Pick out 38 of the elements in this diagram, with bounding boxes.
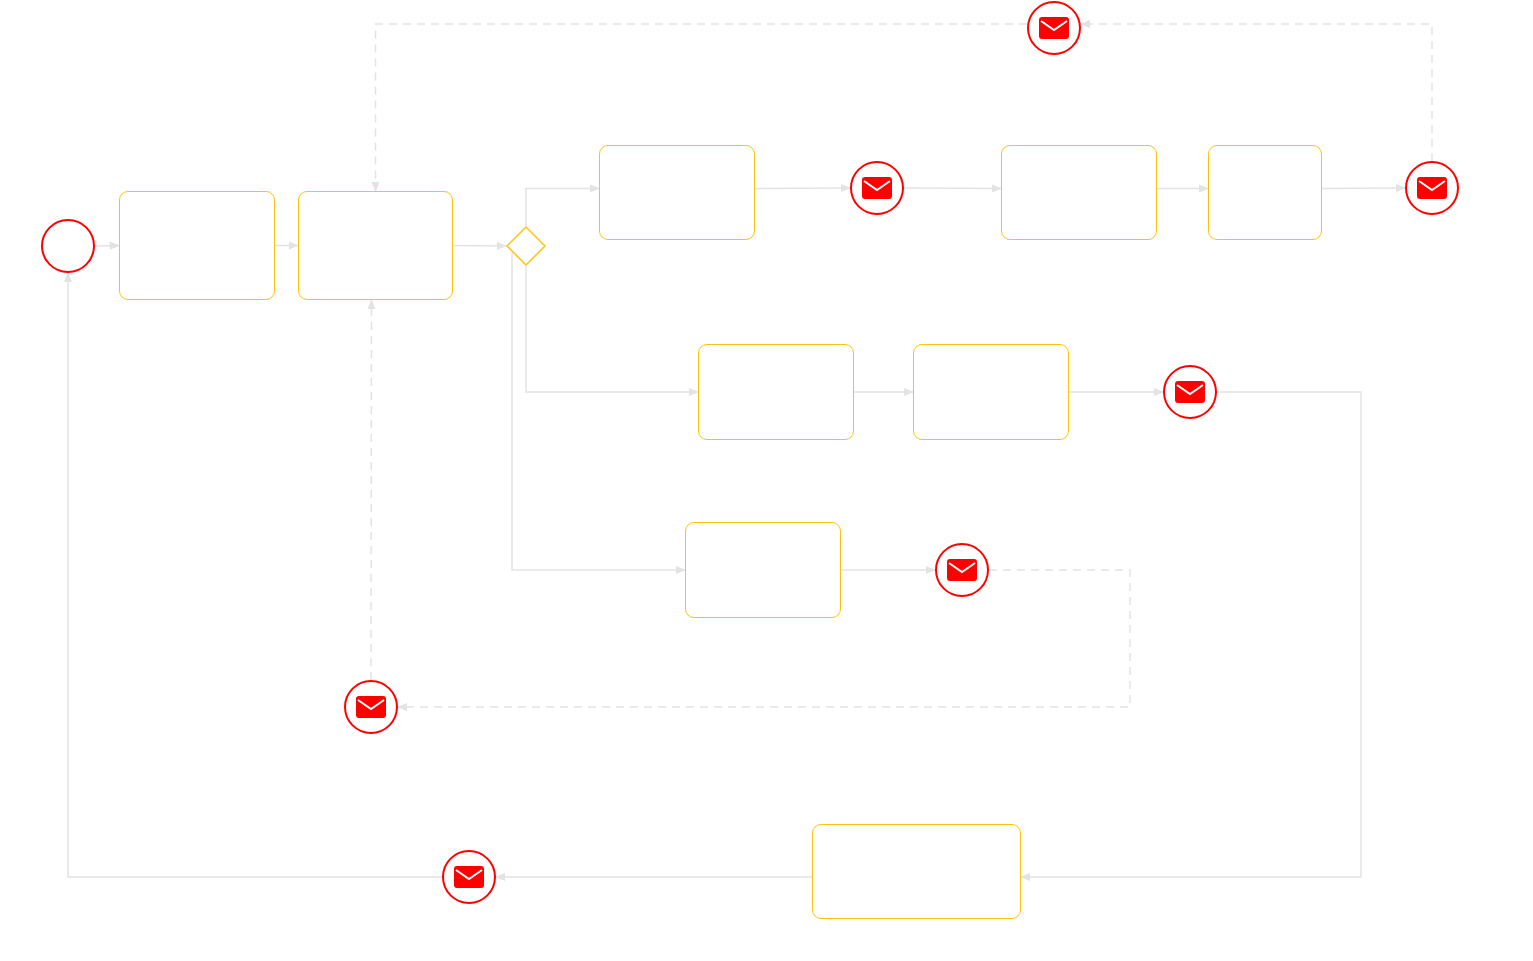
task-box — [1208, 145, 1322, 240]
task-box — [1001, 145, 1157, 240]
arrow — [94, 241, 121, 250]
arrow — [525, 265, 700, 397]
task-box — [685, 522, 841, 618]
arrow — [396, 569, 1131, 712]
arrow — [1156, 184, 1210, 193]
arrow — [274, 241, 300, 250]
arrow — [1079, 19, 1433, 162]
arrow — [494, 872, 813, 882]
task-box — [298, 191, 453, 300]
message-event-circle — [1027, 1, 1081, 55]
arrow — [853, 387, 915, 397]
arrow — [1321, 183, 1407, 193]
message-event-circle — [442, 850, 496, 904]
arrow — [371, 23, 1028, 193]
task-box — [913, 344, 1069, 440]
arrow — [903, 184, 1003, 193]
arrow — [511, 251, 687, 575]
arrow — [367, 298, 376, 681]
task-box — [599, 145, 755, 240]
gateway-diamond — [506, 226, 546, 266]
arrow — [840, 565, 937, 575]
arrow — [525, 184, 601, 227]
start-event-circle — [41, 219, 95, 273]
message-event-circle — [1163, 365, 1217, 419]
task-box — [698, 344, 854, 440]
task-box — [812, 824, 1021, 919]
arrow — [754, 183, 852, 193]
arrow — [1019, 391, 1362, 882]
message-event-circle — [344, 680, 398, 734]
message-event-circle — [935, 543, 989, 597]
message-event-circle — [850, 161, 904, 215]
message-event-circle — [1405, 161, 1459, 215]
arrow — [63, 271, 443, 878]
arrow — [1068, 387, 1165, 397]
arrow — [452, 241, 508, 251]
task-box — [119, 191, 275, 300]
